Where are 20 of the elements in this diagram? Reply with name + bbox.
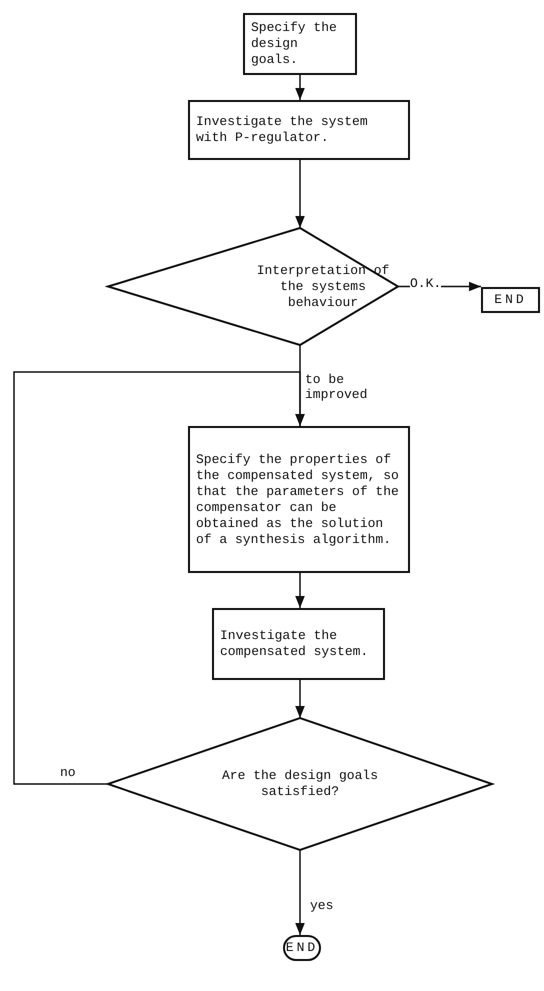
arrow bbox=[295, 850, 305, 935]
process-box bbox=[481, 287, 540, 313]
process-box bbox=[188, 100, 410, 160]
arrow bbox=[295, 573, 305, 608]
process-box bbox=[212, 608, 385, 680]
arrow bbox=[295, 160, 305, 228]
node-text: Specify the properties of the compensated system, so that the parameters of the compensator can be obtained as the solution of a synthesis algorithm. bbox=[195, 452, 400, 548]
node-text: Investigate the system with P-regulator. bbox=[195, 114, 369, 146]
arrow bbox=[13, 371, 305, 785]
node-text: Investigate the compensated system. bbox=[219, 628, 370, 660]
process-box bbox=[243, 13, 357, 75]
terminal-box bbox=[283, 935, 321, 961]
process-box bbox=[188, 426, 410, 573]
node-text: Specify the design goals. bbox=[250, 20, 338, 68]
node-text: END bbox=[284, 940, 320, 956]
decision-diamond bbox=[108, 718, 492, 850]
node-text: END bbox=[493, 292, 528, 308]
arrow bbox=[295, 680, 305, 718]
arrow bbox=[295, 75, 305, 100]
node-text: Are the design goals satisfied? bbox=[220, 768, 380, 800]
